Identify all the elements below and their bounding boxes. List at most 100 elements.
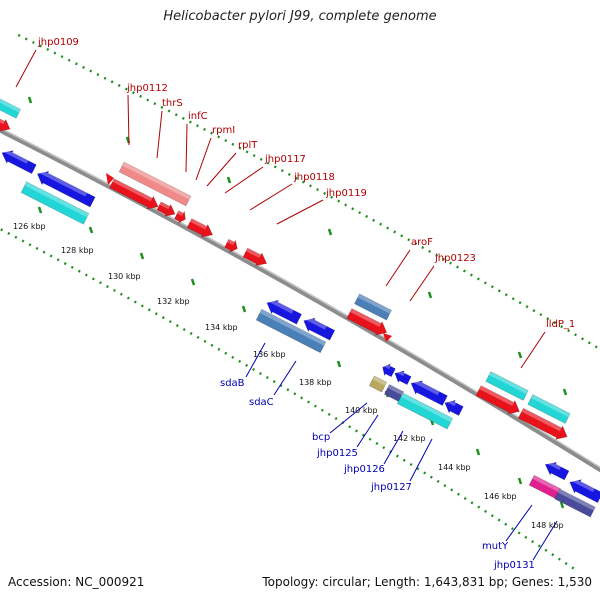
scale-label: 138 kbp xyxy=(299,378,332,387)
label-infC-leader xyxy=(185,123,188,173)
label-jhp0125: jhp0125 xyxy=(316,448,358,459)
forward-gene xyxy=(242,247,268,267)
inner-tick-track xyxy=(0,227,577,572)
label-rpmI: rpmI xyxy=(212,125,235,136)
reverse-gene xyxy=(569,477,600,504)
steel-feature xyxy=(354,293,392,321)
forward-gene xyxy=(475,385,520,415)
outer-major-tick xyxy=(562,388,568,396)
label-jhp0109-leader xyxy=(15,49,37,88)
label-jhp0131-leader xyxy=(532,520,558,561)
label-jhp0119-leader xyxy=(276,199,324,225)
label-bcp-leader xyxy=(329,402,368,434)
features-layer xyxy=(0,95,600,518)
label-lldP_1: lldP_1 xyxy=(546,319,575,330)
forward-gene-edge xyxy=(0,116,11,132)
magenta-feature xyxy=(528,474,562,500)
tracks-layer xyxy=(0,33,600,572)
label-sdaB: sdaB xyxy=(220,378,245,389)
label-jhp0118: jhp0118 xyxy=(293,172,335,183)
outer-major-tick xyxy=(27,96,33,104)
outer-major-tick xyxy=(517,351,523,359)
label-jhp0127-leader xyxy=(409,438,433,482)
outer-major-tick xyxy=(226,176,232,184)
cyan-feature xyxy=(485,371,529,401)
label-bcp: bcp xyxy=(312,432,330,443)
label-jhp0127: jhp0127 xyxy=(370,482,412,493)
label-mutY-leader xyxy=(505,504,533,542)
label-aroF-leader xyxy=(385,249,411,287)
olive-feature xyxy=(368,375,388,393)
inner-major-tick xyxy=(559,501,565,509)
forward-gene xyxy=(186,218,214,238)
label-infC: infC xyxy=(188,111,208,122)
forward-gene xyxy=(109,178,159,210)
label-sdaC: sdaC xyxy=(249,397,274,408)
inner-major-tick xyxy=(88,226,94,234)
label-jhp0112: jhp0112 xyxy=(126,83,168,94)
scale-label: 142 kbp xyxy=(393,434,426,443)
label-jhp0119: jhp0119 xyxy=(325,188,367,199)
label-jhp0126-leader xyxy=(383,430,404,465)
scale-label: 140 kbp xyxy=(345,406,378,415)
reverse-gene xyxy=(382,363,396,378)
inner-major-tick xyxy=(139,252,145,260)
scale-label: 134 kbp xyxy=(205,323,238,332)
label-sdaC-leader xyxy=(273,360,297,396)
forward-gene xyxy=(156,201,176,217)
accession-text: Accession: NC_000921 xyxy=(8,575,145,589)
inner-major-tick xyxy=(37,206,43,214)
inner-major-tick xyxy=(336,360,342,368)
label-jhp0117-leader xyxy=(224,166,264,194)
reverse-gene xyxy=(410,378,448,406)
scale-label: 148 kbp xyxy=(531,521,564,530)
label-rpmI-leader xyxy=(195,137,212,181)
reverse-gene xyxy=(394,369,412,386)
label-jhp0112-leader xyxy=(127,94,130,146)
reverse-gene xyxy=(544,460,570,481)
reverse-gene xyxy=(1,148,37,175)
inner-major-tick xyxy=(517,477,523,485)
genome-summary-text: Topology: circular; Length: 1,643,831 bp… xyxy=(262,575,592,589)
reverse-gene xyxy=(303,315,336,341)
reverse-gene xyxy=(444,398,464,416)
inner-major-tick xyxy=(475,448,481,456)
scale-label: 130 kbp xyxy=(108,272,141,281)
scale-label: 128 kbp xyxy=(61,246,94,255)
scale-label: 132 kbp xyxy=(157,297,190,306)
forward-gene xyxy=(224,238,238,253)
label-jhp0123-leader xyxy=(409,265,435,302)
cyan-feature xyxy=(396,392,454,430)
labels-layer: 126 kbp 128 kbp 130 kbp 132 kbp 134 kbp 136 k… xyxy=(13,37,575,571)
cyan-feature xyxy=(527,394,571,424)
outer-major-tick xyxy=(427,291,433,299)
reverse-gene xyxy=(266,297,302,325)
label-lldP_1-leader xyxy=(520,331,546,369)
label-jhp0126: jhp0126 xyxy=(343,464,385,475)
steel-feature xyxy=(255,308,327,354)
scale-label: 126 kbp xyxy=(13,222,46,231)
scale-label: 136 kbp xyxy=(253,350,286,359)
inner-major-tick xyxy=(190,278,196,286)
backbone-line xyxy=(0,127,600,473)
cyan-feature-edge xyxy=(0,95,22,119)
label-aroF: aroF xyxy=(411,237,433,248)
label-rplT: rplT xyxy=(238,140,258,151)
reverse-gene xyxy=(36,169,96,208)
label-jhp0125-leader xyxy=(356,414,379,448)
label-sdaB-leader xyxy=(245,342,266,378)
label-mutY: mutY xyxy=(482,541,509,552)
forward-gene xyxy=(174,210,186,224)
forward-gene-light xyxy=(118,161,192,207)
forward-gene-small xyxy=(383,333,392,342)
scale-label: 146 kbp xyxy=(484,492,517,501)
label-jhp0131: jhp0131 xyxy=(493,560,535,571)
forward-gene xyxy=(346,308,388,336)
forward-gene xyxy=(517,407,568,440)
label-jhp0123: jhp0123 xyxy=(434,253,476,264)
label-rplT-leader xyxy=(206,152,237,187)
scale-label: 144 kbp xyxy=(438,463,471,472)
outer-major-tick xyxy=(327,228,333,236)
slate-feature xyxy=(554,488,596,518)
